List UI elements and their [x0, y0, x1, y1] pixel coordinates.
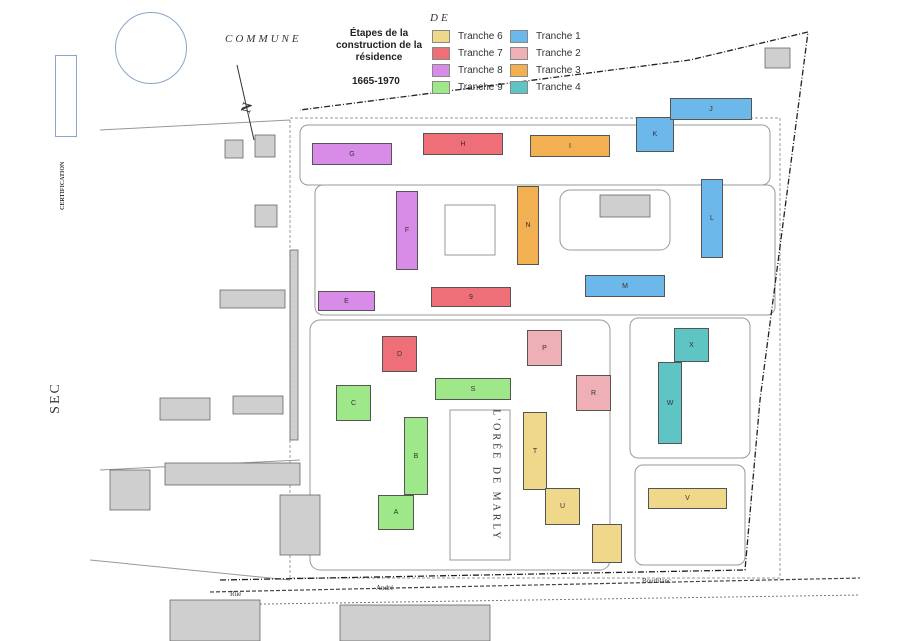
legend-label: Tranche 6 — [458, 31, 503, 42]
section-label: SEC — [47, 382, 63, 414]
legend-label: Tranche 4 — [536, 82, 581, 93]
legend-swatch — [432, 81, 450, 94]
building-g: G — [312, 143, 392, 165]
street-label-andre: André — [376, 584, 394, 592]
legend-item: Tranche 7 — [432, 47, 503, 60]
building-i: I — [530, 135, 610, 157]
north-arrow-line — [236, 64, 255, 141]
building-t: T — [523, 412, 547, 490]
building-f: F — [396, 191, 418, 270]
certification-heading: CERTIFICATION — [60, 161, 66, 210]
legend-title: Étapes de la construction de la résidenc… — [335, 28, 423, 63]
legend-label: Tranche 1 — [536, 31, 581, 42]
legend-swatch — [510, 81, 528, 94]
legend-item: Tranche 3 — [510, 64, 581, 77]
building-v: V — [648, 488, 727, 509]
building-a: A — [378, 495, 414, 530]
official-stamp-rect — [55, 55, 77, 137]
building-l: L — [701, 179, 723, 258]
building-e: E — [318, 291, 375, 311]
legend-swatch — [510, 64, 528, 77]
legend-swatch — [510, 30, 528, 43]
building-annex — [592, 524, 622, 563]
official-stamp — [115, 12, 187, 84]
legend-item: Tranche 4 — [510, 81, 581, 94]
building-x: X — [674, 328, 709, 362]
building-c: C — [336, 385, 371, 421]
legend-label: Tranche 9 — [458, 82, 503, 93]
legend-item: Tranche 2 — [510, 47, 581, 60]
building-b: B — [404, 417, 428, 495]
building-m: M — [585, 275, 665, 297]
building-s: S — [435, 378, 511, 400]
legend-years: 1665-1970 — [352, 76, 400, 87]
building-n: N — [517, 186, 539, 265]
building-u: U — [545, 488, 580, 525]
building-w: W — [658, 362, 682, 444]
legend-swatch — [432, 30, 450, 43]
legend-swatch — [432, 47, 450, 60]
legend-item: Tranche 6 — [432, 30, 503, 43]
de-label: DE — [430, 12, 451, 24]
building-j: J — [670, 98, 752, 120]
legend-swatch — [432, 64, 450, 77]
building-p: P — [527, 330, 562, 366]
building-r: R — [576, 375, 611, 411]
street-label-rue: Rue — [230, 590, 242, 598]
building-h: H — [423, 133, 503, 155]
building-d: D — [382, 336, 417, 372]
legend-label: Tranche 8 — [458, 65, 503, 76]
legend-item: Tranche 1 — [510, 30, 581, 43]
building-9: 9 — [431, 287, 511, 307]
legend-item: Tranche 9 — [432, 81, 503, 94]
legend-item: Tranche 8 — [432, 64, 503, 77]
legend-swatch — [510, 47, 528, 60]
building-k: K — [636, 117, 674, 152]
street-label-bourblanc: Bourblanc — [642, 577, 672, 585]
legend-label: Tranche 3 — [536, 65, 581, 76]
residence-name-label: L'ORÉE DE MARLY — [490, 409, 502, 542]
commune-label: COMMUNE — [225, 33, 302, 45]
legend-label: Tranche 2 — [536, 48, 581, 59]
legend-label: Tranche 7 — [458, 48, 503, 59]
